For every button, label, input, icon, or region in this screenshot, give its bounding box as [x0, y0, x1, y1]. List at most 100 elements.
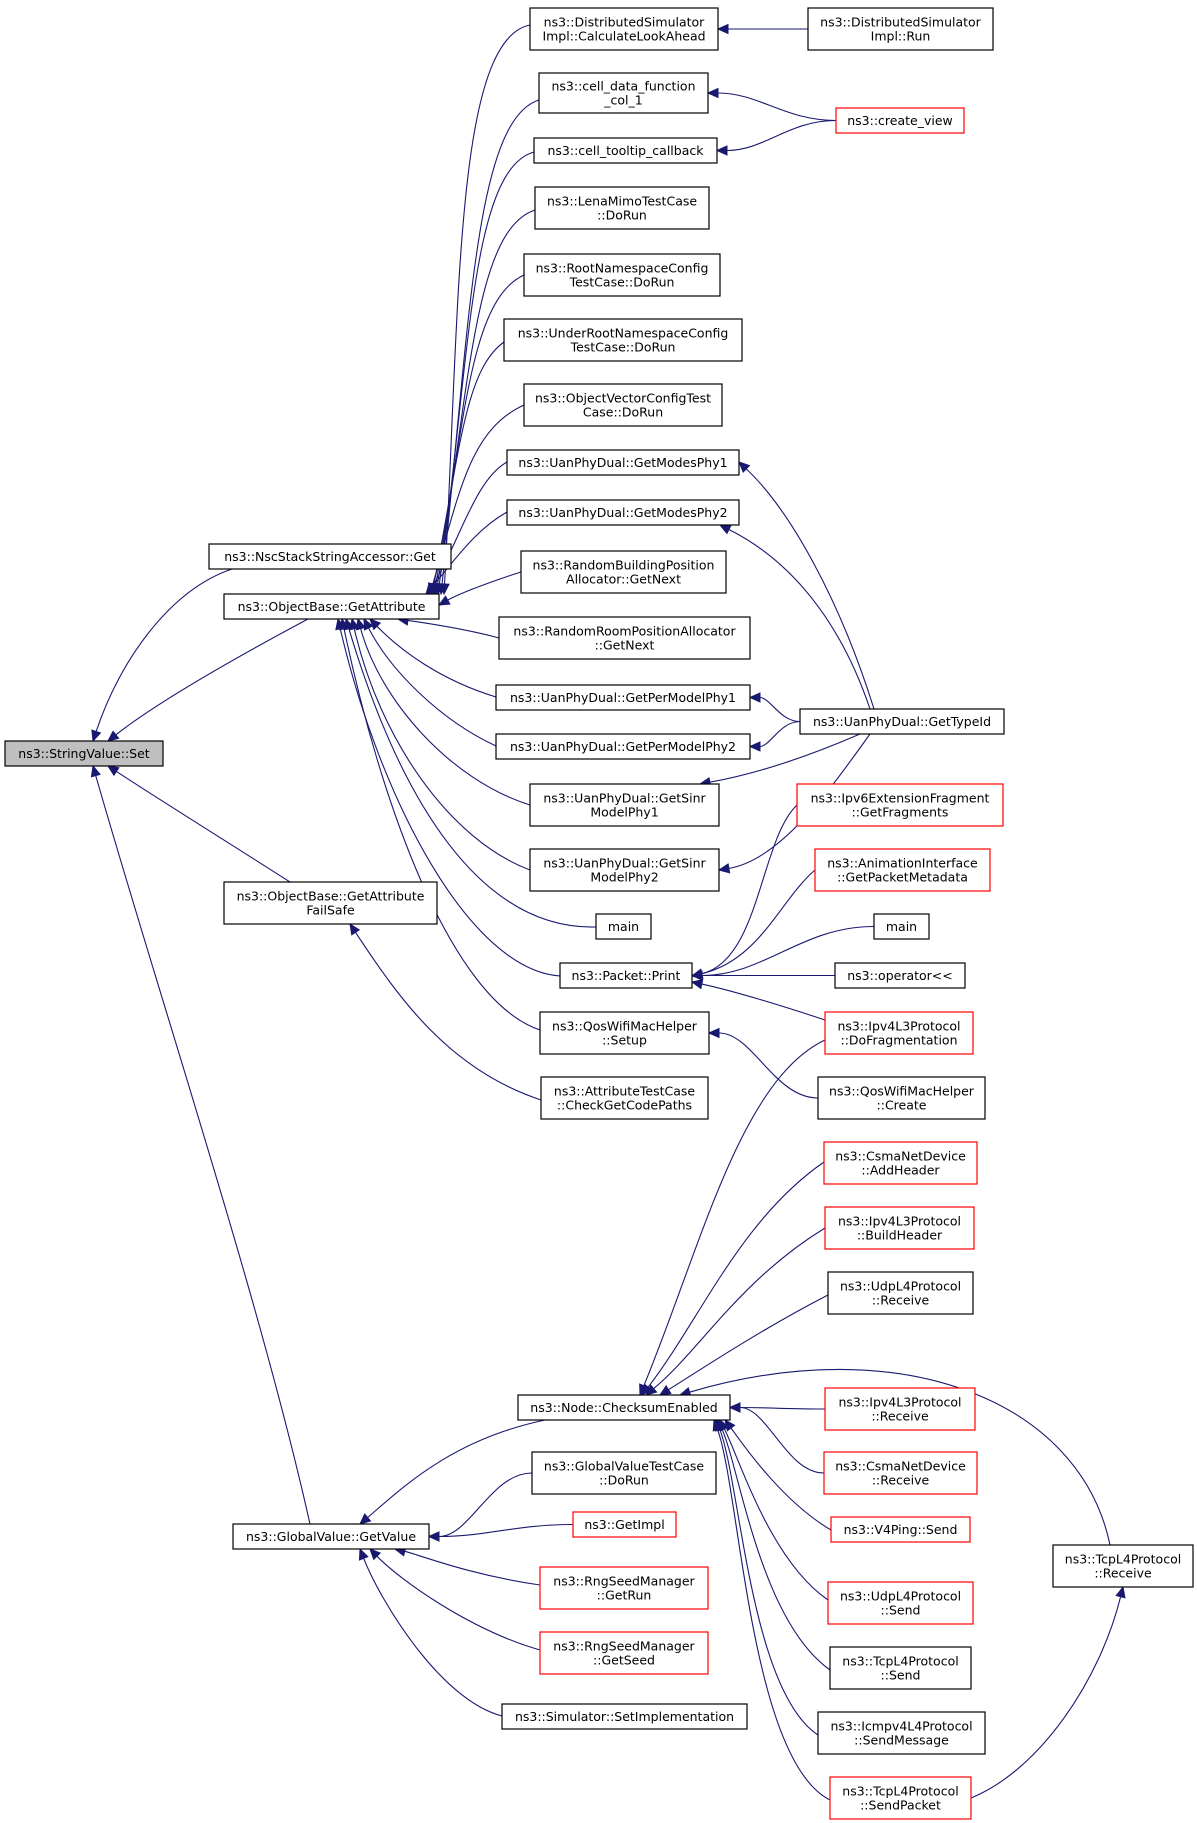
- function-node-underroot[interactable]: ns3::UnderRootNamespaceConfigTestCase::D…: [503, 318, 743, 362]
- node-box[interactable]: [830, 1516, 971, 1543]
- function-node-packet-print[interactable]: ns3::Packet::Print: [559, 962, 693, 989]
- node-box[interactable]: [539, 1566, 709, 1610]
- node-box[interactable]: [223, 593, 440, 620]
- node-box[interactable]: [814, 848, 991, 892]
- node-box[interactable]: [540, 1076, 709, 1120]
- function-node-main1[interactable]: main: [595, 913, 652, 940]
- function-node-anim-iface[interactable]: ns3::AnimationInterface::GetPacketMetada…: [814, 848, 991, 892]
- node-box[interactable]: [796, 783, 1004, 827]
- function-node-node-checksum[interactable]: ns3::Node::ChecksumEnabled: [517, 1394, 731, 1421]
- node-box[interactable]: [523, 383, 723, 427]
- node-box[interactable]: [529, 783, 720, 827]
- node-box[interactable]: [823, 1141, 978, 1185]
- node-box[interactable]: [534, 186, 710, 230]
- node-box[interactable]: [873, 913, 930, 940]
- function-node-stringvalue-set[interactable]: ns3::StringValue::Set: [4, 740, 164, 767]
- node-box[interactable]: [232, 1523, 430, 1550]
- node-box[interactable]: [495, 733, 751, 760]
- node-box[interactable]: [559, 962, 693, 989]
- function-node-gv-getvalue[interactable]: ns3::GlobalValue::GetValue: [232, 1523, 430, 1550]
- node-box[interactable]: [501, 1703, 748, 1730]
- function-node-ob-getattr[interactable]: ns3::ObjectBase::GetAttribute: [223, 593, 440, 620]
- function-node-csma-addheader[interactable]: ns3::CsmaNetDevice::AddHeader: [823, 1141, 978, 1185]
- function-node-qos-create[interactable]: ns3::QosWifiMacHelper::Create: [817, 1076, 986, 1120]
- function-node-ipv4l3-frag[interactable]: ns3::Ipv4L3Protocol::DoFragmentation: [824, 1011, 974, 1055]
- node-box[interactable]: [531, 1451, 717, 1495]
- node-box[interactable]: [520, 550, 727, 594]
- function-node-qos-setup[interactable]: ns3::QosWifiMacHelper::Setup: [539, 1011, 710, 1055]
- node-box[interactable]: [807, 7, 994, 51]
- node-box[interactable]: [829, 1646, 972, 1690]
- node-box[interactable]: [517, 1394, 731, 1421]
- node-box[interactable]: [824, 1387, 976, 1431]
- node-box[interactable]: [1052, 1544, 1194, 1588]
- function-node-rng-getrun[interactable]: ns3::RngSeedManager::GetRun: [539, 1566, 709, 1610]
- function-node-uan-modes2[interactable]: ns3::UanPhyDual::GetModesPhy2: [506, 499, 740, 526]
- function-node-ipv4l3-receive[interactable]: ns3::Ipv4L3Protocol::Receive: [824, 1387, 976, 1431]
- node-box[interactable]: [495, 684, 751, 711]
- node-box[interactable]: [498, 616, 751, 660]
- node-box[interactable]: [827, 1581, 974, 1625]
- node-box[interactable]: [539, 1631, 709, 1675]
- function-node-tcp-send[interactable]: ns3::TcpL4Protocol::Send: [829, 1646, 972, 1690]
- function-node-main2[interactable]: main: [873, 913, 930, 940]
- node-box[interactable]: [529, 7, 719, 51]
- node-box[interactable]: [506, 449, 740, 476]
- function-node-v4ping-send[interactable]: ns3::V4Ping::Send: [830, 1516, 971, 1543]
- node-box[interactable]: [824, 1011, 974, 1055]
- function-node-lena[interactable]: ns3::LenaMimoTestCase::DoRun: [534, 186, 710, 230]
- function-node-rand-room[interactable]: ns3::RandomRoomPositionAllocator::GetNex…: [498, 616, 751, 660]
- function-node-ipv6-frag[interactable]: ns3::Ipv6ExtensionFragment::GetFragments: [796, 783, 1004, 827]
- function-node-icmp-sendmsg[interactable]: ns3::Icmpv4L4Protocol::SendMessage: [817, 1711, 986, 1755]
- function-node-dsi-calc[interactable]: ns3::DistributedSimulatorImpl::Calculate…: [529, 7, 719, 51]
- function-node-uan-per2[interactable]: ns3::UanPhyDual::GetPerModelPhy2: [495, 733, 751, 760]
- node-box[interactable]: [835, 107, 965, 134]
- function-node-udp-send[interactable]: ns3::UdpL4Protocol::Send: [827, 1581, 974, 1625]
- function-node-create-view[interactable]: ns3::create_view: [835, 107, 965, 134]
- function-node-uan-per1[interactable]: ns3::UanPhyDual::GetPerModelPhy1: [495, 684, 751, 711]
- function-node-rng-getseed[interactable]: ns3::RngSeedManager::GetSeed: [539, 1631, 709, 1675]
- node-box[interactable]: [539, 1011, 710, 1055]
- node-box[interactable]: [223, 881, 438, 925]
- node-box[interactable]: [533, 137, 718, 164]
- function-node-tcp-receive[interactable]: ns3::TcpL4Protocol::Receive: [1052, 1544, 1194, 1588]
- node-box[interactable]: [799, 708, 1005, 735]
- function-node-uan-typeid[interactable]: ns3::UanPhyDual::GetTypeId: [799, 708, 1005, 735]
- function-node-attr-test[interactable]: ns3::AttributeTestCase::CheckGetCodePath…: [540, 1076, 709, 1120]
- node-box[interactable]: [4, 740, 164, 767]
- node-box[interactable]: [208, 543, 452, 570]
- function-node-rand-building[interactable]: ns3::RandomBuildingPositionAllocator::Ge…: [520, 550, 727, 594]
- function-node-tcp-sendpacket[interactable]: ns3::TcpL4Protocol::SendPacket: [829, 1776, 972, 1820]
- function-node-nsc-get[interactable]: ns3::NscStackStringAccessor::Get: [208, 543, 452, 570]
- node-box[interactable]: [572, 1511, 677, 1538]
- node-box[interactable]: [595, 913, 652, 940]
- function-node-cell-tooltip[interactable]: ns3::cell_tooltip_callback: [533, 137, 718, 164]
- function-node-gv-testcase[interactable]: ns3::GlobalValueTestCase::DoRun: [531, 1451, 717, 1495]
- node-box[interactable]: [506, 499, 740, 526]
- node-box[interactable]: [817, 1076, 986, 1120]
- node-box[interactable]: [538, 72, 709, 114]
- function-node-ipv4l3-build[interactable]: ns3::Ipv4L3Protocol::BuildHeader: [824, 1206, 975, 1250]
- node-box[interactable]: [827, 1271, 974, 1315]
- function-node-udp-receive[interactable]: ns3::UdpL4Protocol::Receive: [827, 1271, 974, 1315]
- function-node-getimpl[interactable]: ns3::GetImpl: [572, 1511, 677, 1538]
- function-node-uan-modes1[interactable]: ns3::UanPhyDual::GetModesPhy1: [506, 449, 740, 476]
- node-box[interactable]: [503, 318, 743, 362]
- node-box[interactable]: [817, 1711, 986, 1755]
- function-node-sim-setimpl[interactable]: ns3::Simulator::SetImplementation: [501, 1703, 748, 1730]
- function-node-op-lshift[interactable]: ns3::operator<<: [834, 962, 966, 989]
- node-box[interactable]: [823, 1451, 978, 1495]
- node-box[interactable]: [529, 848, 720, 892]
- function-node-csma-receive[interactable]: ns3::CsmaNetDevice::Receive: [823, 1451, 978, 1495]
- node-box[interactable]: [523, 253, 721, 297]
- function-node-cell-data[interactable]: ns3::cell_data_function_col_1: [538, 72, 709, 114]
- node-box[interactable]: [824, 1206, 975, 1250]
- node-box[interactable]: [829, 1776, 972, 1820]
- node-box[interactable]: [834, 962, 966, 989]
